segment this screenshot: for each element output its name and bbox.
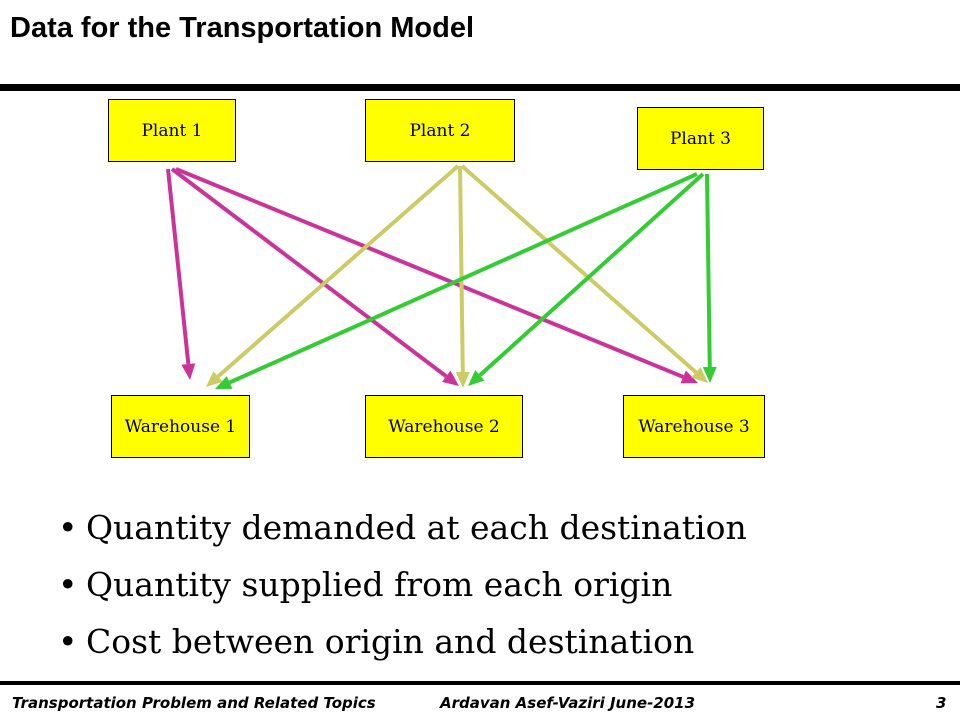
top-rule: [0, 84, 960, 91]
edge-plant-2-to-warehouse-1: [216, 164, 460, 378]
edge-plant-3-to-warehouse-1: [228, 172, 698, 385]
edge-plant-2-to-warehouse-3: [460, 164, 698, 374]
plant-1-node: Plant 1: [108, 99, 236, 162]
arrowhead: [181, 363, 196, 380]
bullet-text: Quantity demanded at each destination: [86, 508, 747, 547]
warehouse-3-node: Warehouse 3: [623, 395, 765, 458]
warehouse-1-node: Warehouse 1: [111, 395, 250, 458]
edge-plant-1-to-warehouse-1: [166, 168, 191, 365]
footer-course: Transportation Problem and Related Topic…: [12, 694, 376, 712]
edge-plant-2-to-warehouse-2: [458, 165, 465, 373]
transportation-diagram: [166, 164, 717, 389]
warehouse-2-node: Warehouse 2: [365, 395, 523, 458]
page-number: 3: [936, 694, 947, 712]
bullet-item: •Quantity supplied from each origin: [58, 563, 747, 620]
arrowhead: [680, 370, 698, 384]
bottom-rule: [0, 681, 960, 685]
arrowhead: [691, 367, 708, 383]
edge-layer: [166, 164, 717, 389]
slide-title: Data for the Transportation Model: [10, 12, 475, 44]
footer-author: Ardavan Asef-Vaziri June-2013: [440, 694, 696, 712]
edge-plant-1-to-warehouse-2: [170, 167, 448, 378]
bullet-list: •Quantity demanded at each destination •…: [58, 506, 747, 677]
bullet-dot: •: [58, 622, 78, 661]
bullet-item: •Cost between origin and destination: [58, 620, 747, 677]
arrowhead: [442, 370, 459, 386]
arrowhead: [215, 376, 233, 389]
edge-plant-3-to-warehouse-2: [478, 172, 705, 377]
bullet-text: Quantity supplied from each origin: [86, 565, 673, 604]
edge-plant-1-to-warehouse-3: [175, 167, 684, 379]
bullet-item: •Quantity demanded at each destination: [58, 506, 747, 563]
plant-3-node: Plant 3: [637, 107, 764, 170]
bullet-dot: •: [58, 565, 78, 604]
bullet-text: Cost between origin and destination: [86, 622, 695, 661]
plant-2-node: Plant 2: [365, 99, 515, 162]
edge-plant-3-to-warehouse-3: [705, 173, 712, 368]
bullet-dot: •: [58, 508, 78, 547]
arrowhead: [206, 371, 223, 387]
arrowhead: [455, 371, 470, 388]
arrowhead: [702, 366, 717, 383]
arrowhead: [468, 370, 485, 386]
